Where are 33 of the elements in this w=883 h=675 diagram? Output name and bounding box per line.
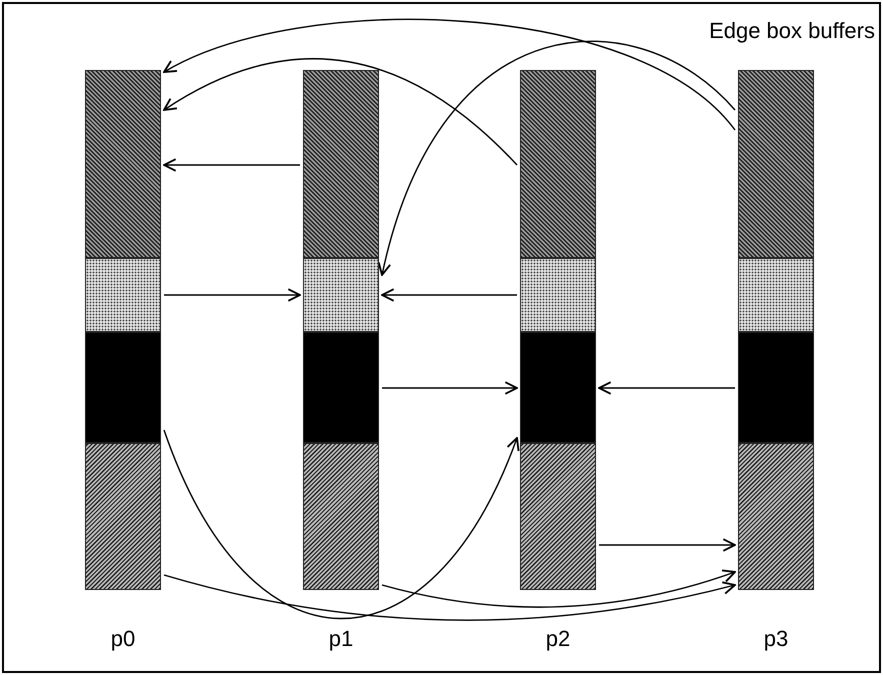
arrow [163, 18, 736, 130]
arrow [382, 569, 736, 608]
diagram-title: Edge box buffers [709, 18, 875, 44]
buffer-segment [303, 258, 379, 332]
arrow [599, 538, 736, 552]
buffer-segment [520, 443, 596, 590]
buffer-segment [85, 258, 161, 332]
buffer-segment [738, 443, 814, 590]
processor-label: p3 [762, 626, 790, 652]
buffer-segment [303, 443, 379, 590]
arrow [378, 41, 736, 276]
processor-label: p2 [544, 626, 572, 652]
arrow [163, 58, 518, 166]
buffer-segment [85, 70, 161, 258]
buffer-segment [303, 70, 379, 258]
buffer-segment [738, 70, 814, 258]
arrow [598, 381, 735, 395]
buffer-segment [85, 332, 161, 443]
arrow [163, 158, 300, 172]
arrow [164, 288, 301, 302]
buffer-segment [520, 70, 596, 258]
arrow [381, 288, 517, 302]
buffer-segment [85, 443, 161, 590]
buffer-segment [520, 258, 596, 332]
processor-label: p1 [328, 626, 354, 652]
buffer-segment [738, 258, 814, 332]
processor-label: p0 [110, 626, 136, 652]
arrow [382, 381, 518, 395]
buffer-segment [303, 332, 379, 443]
arrow [164, 574, 736, 621]
buffer-segment [738, 332, 814, 443]
arrow [163, 430, 519, 620]
buffer-segment [520, 332, 596, 443]
